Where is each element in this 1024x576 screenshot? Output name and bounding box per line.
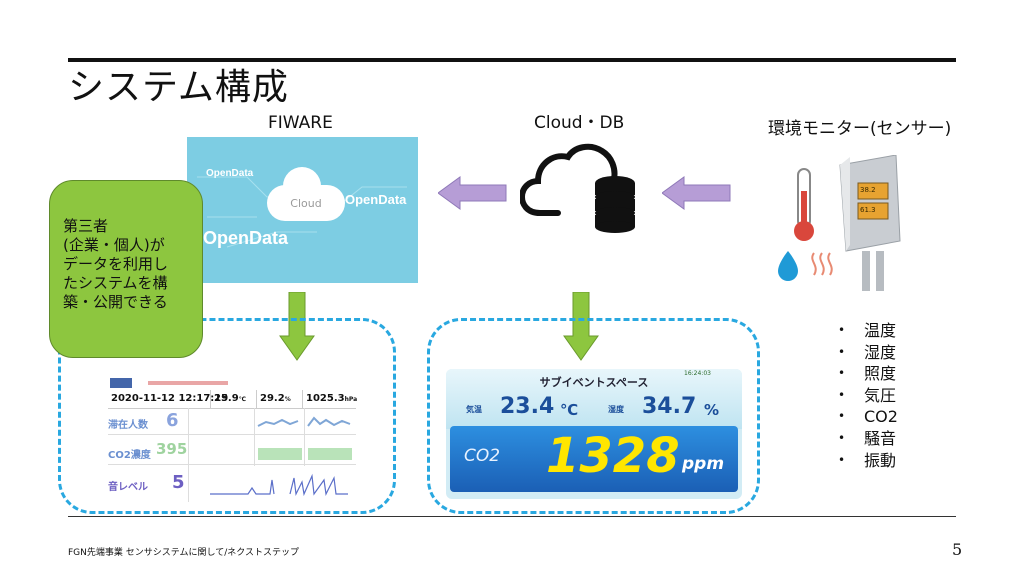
co2-label: CO2 xyxy=(464,446,501,466)
mini-chart xyxy=(257,416,351,427)
callout-line: たシステムを構 xyxy=(63,274,168,292)
co2-hum-unit: % xyxy=(704,401,720,419)
dashboard-row-value: 5 xyxy=(172,472,185,493)
arrow-left-icon xyxy=(438,176,507,210)
co2-place: サブイベントスペース xyxy=(539,376,649,389)
pressure-value: 1025.3 xyxy=(306,393,345,404)
arrow-left-icon xyxy=(662,176,731,210)
sensor-item: CO2 xyxy=(838,406,898,428)
opendata-large: OpenData xyxy=(203,228,289,248)
sensor-display-bottom: 61.3 xyxy=(860,206,876,214)
sensor-item: 振動 xyxy=(838,450,898,472)
footer-text: FGN先端事業 センサシステムに関して/ネクストステップ xyxy=(68,548,299,558)
dashboard-row-label: 滞在人数 xyxy=(108,420,148,431)
mini-chart xyxy=(210,473,348,497)
callout-line: データを利用し xyxy=(63,255,169,273)
dashboard-frame xyxy=(58,318,396,514)
temp-value: 25.9 xyxy=(214,393,239,404)
dashboard-row-label: 音レベル xyxy=(108,482,148,493)
co2-timestamp: 2020-11-27 16:24:03 xyxy=(684,369,719,377)
fiware-label: FIWARE xyxy=(268,113,333,133)
sensor-item-list: 温度 湿度 照度 気圧 CO2 騒音 振動 xyxy=(838,320,898,471)
dashboard-humidity: 29.2% xyxy=(256,390,291,408)
co2-value: 1328 xyxy=(546,428,680,484)
opendata-small: OpenData xyxy=(206,168,254,179)
humidity-value: 29.2 xyxy=(260,393,285,404)
sensor-item: 温度 xyxy=(838,320,898,342)
sensor-item: 湿度 xyxy=(838,342,898,364)
cloud-database-icon xyxy=(520,143,635,233)
footer-rule xyxy=(68,516,956,517)
title-rule xyxy=(68,58,956,62)
co2-hum-label: 湿度 xyxy=(608,405,624,414)
humidity-unit: % xyxy=(284,396,291,403)
third-party-callout: 第三者 (企業・個人)が データを利用し たシステムを構 築・公開できる xyxy=(49,180,203,358)
co2-temp-label: 気温 xyxy=(466,405,482,414)
sensor-item: 照度 xyxy=(838,363,898,385)
fiware-opendata-image: OpenData OpenData OpenData Cloud xyxy=(187,137,418,283)
arrow-down-icon xyxy=(563,292,599,361)
sensor-item: 気圧 xyxy=(838,385,898,407)
dashboard-header-row: 2020-11-12 12:17:19 25.9℃ 29.2% 1025.3hP… xyxy=(108,390,357,409)
callout-line: 第三者 xyxy=(63,217,109,235)
mini-chart xyxy=(258,448,352,460)
slide-title: システム構成 xyxy=(68,67,289,108)
co2-unit: ppm xyxy=(682,454,725,474)
cloud-text: Cloud xyxy=(290,197,322,210)
sensor-display-top: 38.2 xyxy=(860,186,876,194)
sensor-item: 騒音 xyxy=(838,428,898,450)
app-logo xyxy=(110,378,132,388)
co2-temp-unit: ℃ xyxy=(560,401,579,419)
dashboard-row-value: 6 xyxy=(166,410,179,431)
sensor-device-icon xyxy=(778,155,901,291)
callout-line: (企業・個人)が xyxy=(63,236,165,254)
arrow-down-icon xyxy=(279,292,315,361)
co2-value-panel: CO2 1328 ppm xyxy=(450,426,738,492)
dashboard-pressure: 1025.3hPa xyxy=(302,390,357,408)
sensor-label: 環境モニター(センサー) xyxy=(768,119,952,139)
opendata-medium: OpenData xyxy=(345,192,407,207)
callout-line: 築・公開できる xyxy=(63,293,168,311)
dashboard-datetime: 2020-11-12 12:17:19 xyxy=(111,393,229,404)
co2-hum-value: 34.7 xyxy=(642,394,697,419)
dashboard-screenshot: 2020-11-12 12:17:19 25.9℃ 29.2% 1025.3hP… xyxy=(108,378,357,502)
dashboard-row-value: 395 xyxy=(156,440,188,458)
co2-display-frame xyxy=(427,318,760,514)
co2-temp-value: 23.4 xyxy=(500,394,555,419)
cloud-db-label: Cloud・DB xyxy=(534,113,625,133)
co2-display-header xyxy=(446,369,742,429)
temp-unit: ℃ xyxy=(238,396,246,403)
cloud-icon xyxy=(267,167,345,221)
title-bar xyxy=(148,381,228,385)
page-number: 5 xyxy=(952,540,963,559)
dashboard-row-label: CO2濃度 xyxy=(108,450,151,461)
co2-display-screenshot: 2020-11-27 16:24:03 サブイベントスペース 気温 23.4 ℃… xyxy=(446,369,742,499)
dashboard-temp: 25.9℃ xyxy=(210,390,246,408)
pressure-unit: hPa xyxy=(344,396,358,403)
